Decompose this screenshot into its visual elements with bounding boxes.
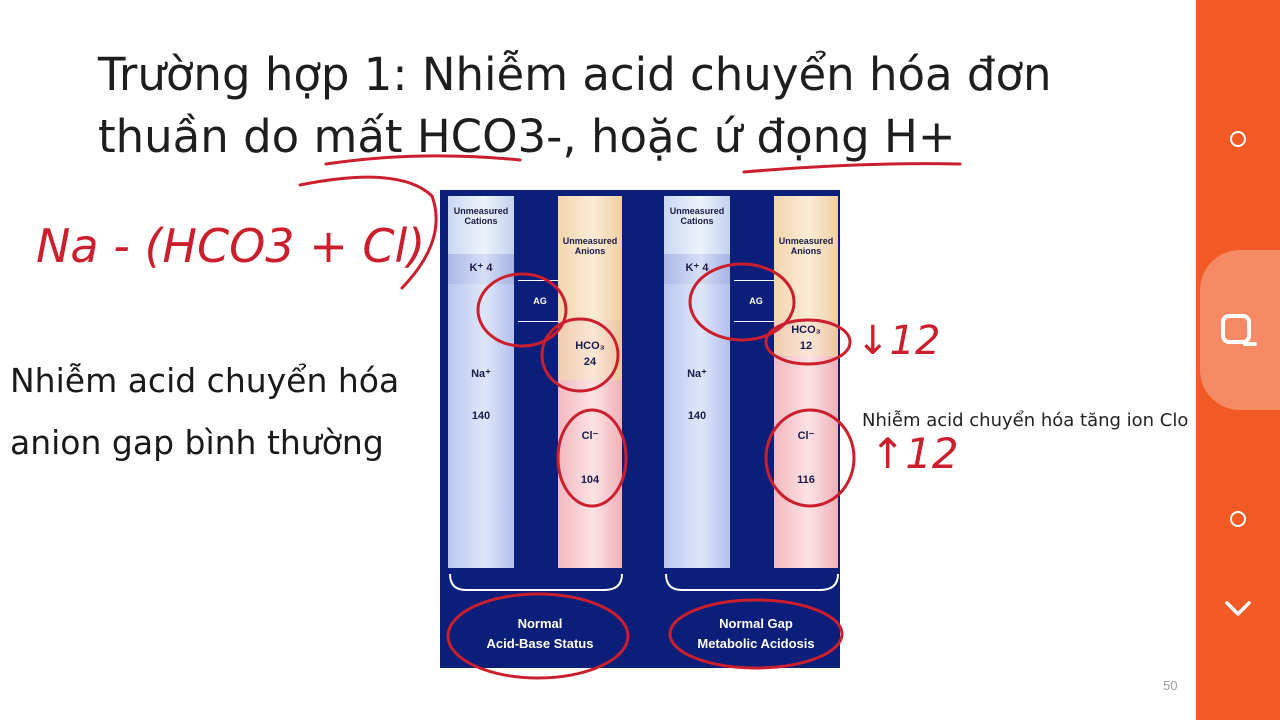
nav-bottom-button[interactable] (1196, 504, 1280, 534)
right-k-box: K⁺ 4 (664, 254, 730, 284)
anion-gap-diagram: Unmeasured Cations K⁺ 4 Na⁺ 140 AG Unmea… (440, 190, 840, 668)
page-number: 50 (1163, 678, 1178, 693)
nav-top-button[interactable] (1196, 124, 1280, 154)
left-ag-circle (476, 272, 568, 348)
formula-arc (298, 175, 438, 290)
circle-icon (1230, 131, 1246, 147)
left-hco3-box: HCO₃ 24 (558, 320, 622, 380)
side-note: Nhiễm acid chuyển hóa tăng ion Clo (862, 410, 1189, 431)
nav-middle-button[interactable] (1196, 306, 1280, 356)
underline-u-dong-h (742, 162, 962, 174)
handwritten-formula: Na - (HCO3 + Cl) (36, 219, 425, 273)
right-na-column: Na⁺ 140 (664, 284, 730, 568)
right-hco3-circle (764, 318, 852, 366)
rounded-square-icon (1221, 314, 1257, 346)
right-ag-marker: AG (734, 280, 778, 322)
title-line-2: thuần do mất HCO3-, hoặc ứ đọng H+ (98, 110, 956, 163)
right-unmeasured-cations: Unmeasured Cations (664, 196, 730, 254)
slide-subtitle: Nhiễm acid chuyển hóa anion gap bình thư… (10, 350, 399, 474)
nav-highlight-pill (1200, 250, 1280, 410)
left-cl-circle (556, 408, 628, 508)
bracket-lines (449, 573, 839, 591)
left-hco3-circle (540, 317, 620, 393)
right-ag-circle (688, 262, 796, 342)
handwritten-hco3-change: ↓12 (856, 318, 940, 364)
chevron-down-icon (1225, 601, 1251, 616)
right-caption-circle (668, 598, 844, 670)
right-cl-circle (764, 408, 856, 508)
handwritten-cl-change: ↑12 (870, 429, 959, 478)
left-unmeasured-anions: Unmeasured Anions (558, 196, 622, 320)
left-unmeasured-cations: Unmeasured Cations (448, 196, 514, 254)
right-hco3-box: HCO₃ 12 (774, 320, 838, 356)
left-na-column: Na⁺ 140 (448, 284, 514, 568)
left-caption: Normal Acid-Base Status (486, 616, 594, 651)
underline-mat-hco3 (324, 154, 522, 166)
right-unmeasured-anions: Unmeasured Anions (774, 196, 838, 320)
slide-title: Trường hợp 1: Nhiễm acid chuyển hóa đơn … (98, 44, 1158, 168)
left-caption-circle (446, 592, 630, 680)
title-line-1: Trường hợp 1: Nhiễm acid chuyển hóa đơn (98, 48, 1052, 101)
right-caption: Normal Gap Metabolic Acidosis (697, 616, 815, 651)
slide: Trường hợp 1: Nhiễm acid chuyển hóa đơn … (10, 44, 1189, 693)
handwriting-overlay: Na - (HCO3 + Cl) ↓12 ↑12 (36, 154, 962, 680)
circle-icon (1230, 511, 1246, 527)
nav-collapse-button[interactable] (1196, 592, 1280, 626)
right-cl-column: Cl⁻ 116 (774, 356, 838, 568)
subtitle-line-1: Nhiễm acid chuyển hóa (10, 361, 400, 400)
left-ag-marker: AG (518, 280, 562, 322)
subtitle-line-2: anion gap bình thường (10, 423, 384, 462)
